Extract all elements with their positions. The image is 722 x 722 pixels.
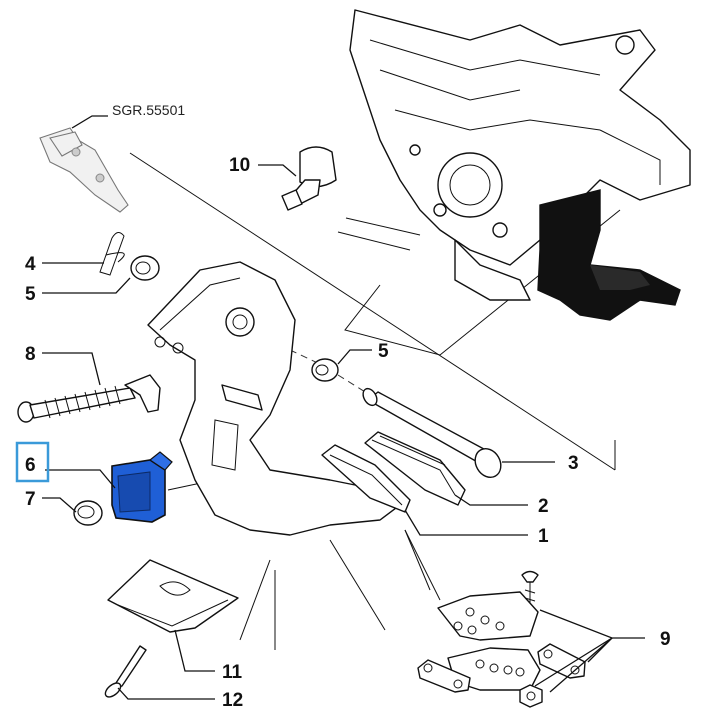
part-5-bush-lower: [311, 358, 339, 382]
part-9-link-left: [417, 659, 471, 693]
part-9-link-right: [537, 643, 586, 679]
part-2-pedal-pad: [364, 431, 466, 506]
callout-3: 3: [568, 453, 579, 474]
stop-light-switch: [39, 127, 129, 213]
callout-2: 2: [538, 496, 549, 517]
pedal-box-bracket: [349, 9, 691, 301]
part-ref-label: SGR.55501: [112, 102, 185, 118]
leader-lines: [42, 115, 645, 700]
brake-pedal-arm: [537, 189, 681, 321]
callout-5-right: 5: [378, 341, 389, 362]
part-7-cap: [73, 500, 103, 526]
callout-4: 4: [25, 254, 36, 275]
callout-9: 9: [660, 629, 671, 650]
part-6-pedal-stop: [111, 451, 173, 523]
callout-8: 8: [25, 344, 36, 365]
part-11-pad-plate: [107, 559, 239, 633]
part-4-clip: [99, 232, 125, 276]
callout-12: 12: [222, 690, 243, 711]
callout-7: 7: [25, 489, 36, 510]
part-12-screw: [104, 645, 147, 698]
callout-10: 10: [229, 155, 250, 176]
callout-6: 6: [25, 455, 36, 476]
callout-11: 11: [222, 662, 243, 683]
highlight-box-6: [15, 441, 50, 483]
part-9-plate-upper: [437, 591, 539, 641]
part-8-return-spring: [17, 374, 161, 423]
part-5-bush-upper: [130, 255, 160, 281]
pedal-lever-pad: [321, 444, 411, 513]
callout-5-left: 5: [25, 284, 36, 305]
callout-1: 1: [538, 526, 549, 547]
clutch-pedal-lever: [147, 261, 401, 536]
assembly-guide-lines: [129, 152, 621, 650]
part-3-shaft: [362, 387, 502, 479]
part-10-plug: [281, 146, 337, 211]
part-9-nut: [519, 684, 543, 708]
